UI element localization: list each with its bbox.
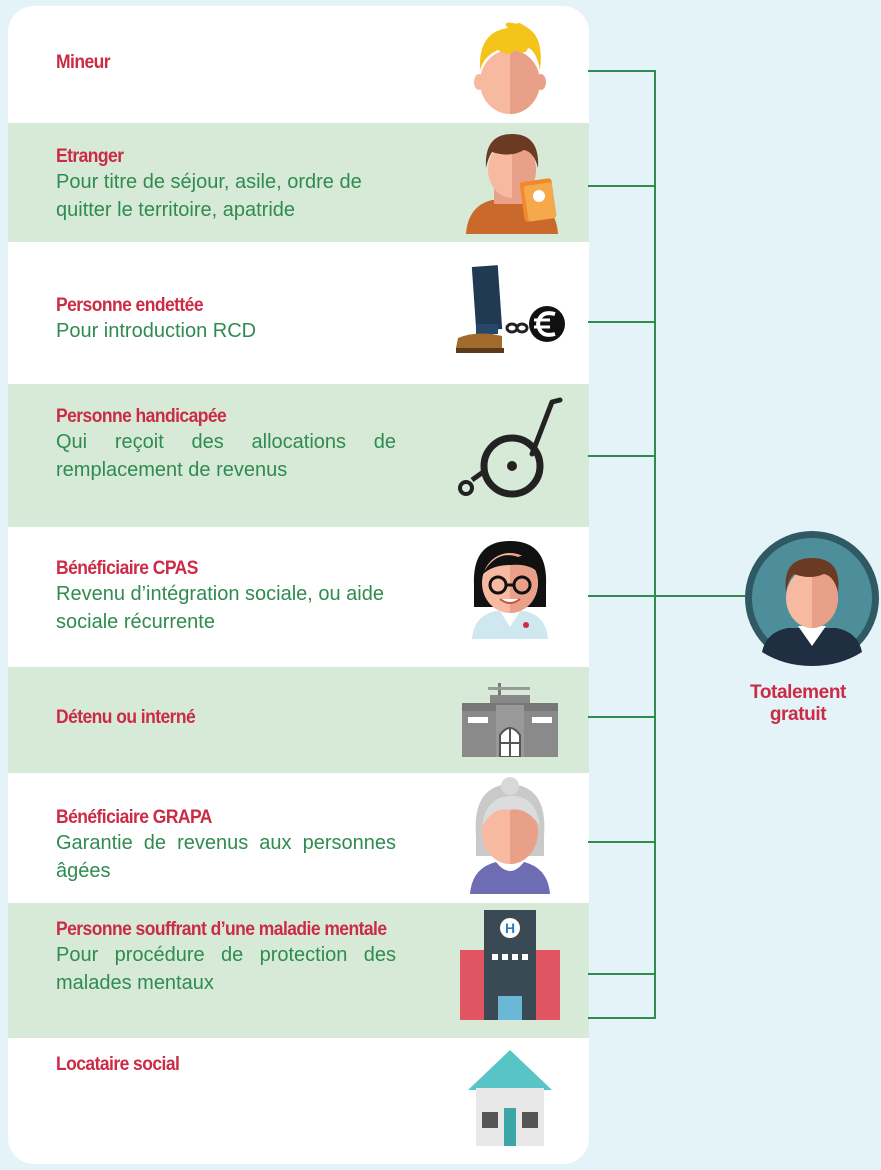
category-description: Garantie de revenus aux personnes âgées <box>56 832 396 882</box>
category-row-foreigner: Etranger Pour titre de séjour, asile, or… <box>8 123 589 242</box>
category-row-grapa: Bénéficiaire GRAPA Garantie de revenus a… <box>8 773 589 903</box>
category-title: Personne handicapée <box>56 406 227 427</box>
category-row-minor: Mineur <box>8 6 589 123</box>
category-row-cpas: Bénéficiaire CPAS Revenu d’intégration s… <box>8 527 589 667</box>
category-description: Pour introduction RCD <box>56 320 257 342</box>
category-description: Revenu d’intégration sociale, ou aide so… <box>56 583 384 633</box>
category-title: Bénéficiaire CPAS <box>56 558 198 579</box>
category-title: Locataire social <box>56 1054 180 1075</box>
category-title: Personne endettée <box>56 295 204 316</box>
lawyer-icon <box>745 531 879 666</box>
svg-text:H: H <box>505 920 515 936</box>
wheelchair-icon <box>458 397 563 498</box>
category-title: Mineur <box>56 52 111 73</box>
category-description: Pour procédure de protection des malades… <box>56 944 396 994</box>
category-row-disabled: Personne handicapée Qui reçoit des alloc… <box>8 384 589 527</box>
prison-icon <box>462 683 558 757</box>
category-row-social-tenant: Locataire social <box>8 1038 589 1164</box>
boy-icon <box>474 22 546 114</box>
category-description: Qui reçoit des allocations de remplaceme… <box>56 431 396 481</box>
foreigner-passport-icon <box>466 134 558 234</box>
category-title: Etranger <box>56 146 124 167</box>
woman-glasses-icon <box>472 541 548 639</box>
category-description: Pour titre de séjour, asile, ordre de qu… <box>56 171 362 221</box>
category-row-indebted: Personne endettée Pour introduction RCD <box>8 242 589 384</box>
category-title: Détenu ou interné <box>56 707 196 728</box>
hospital-icon: H <box>460 910 560 1020</box>
category-title: Personne souffrant d’une maladie mentale <box>56 919 387 940</box>
social-house-icon <box>468 1050 552 1146</box>
category-title: Bénéficiaire GRAPA <box>56 807 212 828</box>
result-label: Totalement gratuit <box>750 682 846 725</box>
chained-euro-debt-icon <box>456 265 565 353</box>
elderly-woman-icon <box>470 777 550 894</box>
